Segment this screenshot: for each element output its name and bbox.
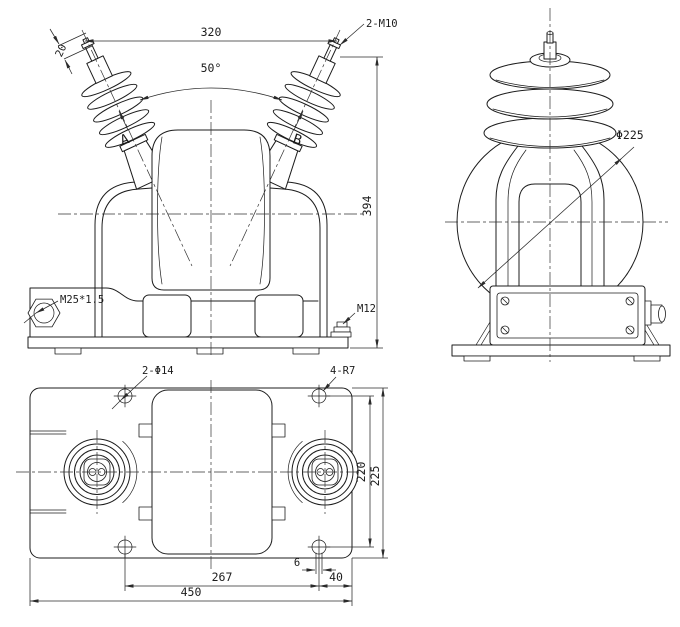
plan-dimensions: 2-Φ14 4-R7 220 225 267 40: [29, 365, 388, 606]
dim-450-label: 450: [181, 585, 202, 599]
side-junction-box: [475, 285, 666, 346]
cable-gland: [27, 298, 61, 328]
earth-bolt: [330, 321, 352, 338]
dim-394-label: 394: [360, 196, 374, 217]
corner-slots-label: 4-R7: [330, 365, 355, 377]
front-insulator-right: [254, 37, 342, 190]
front-base: [27, 287, 352, 355]
front-foot-left: [142, 294, 192, 338]
side-base-plate: [451, 344, 671, 362]
front-dimensions: 320 50° 20 2-M10 394 M25*1.5 M12: [23, 18, 398, 349]
plan-clip-tabs: [138, 423, 286, 521]
front-centerlines: [58, 29, 364, 358]
dim-phi225-label: Φ225: [616, 128, 644, 142]
plan-view: 2-Φ14 4-R7 220 225 267 40: [16, 365, 388, 606]
front-foot-right: [254, 294, 304, 338]
earth-bolt-label: M12: [357, 303, 376, 315]
terminal-thread-label: 2-M10: [366, 18, 398, 30]
dim-20-label: 20: [53, 42, 69, 59]
dim-225-label: 225: [368, 466, 382, 487]
box-gland: [644, 300, 666, 326]
gland-label: M25*1.5: [60, 294, 104, 306]
plan-insulator-left: [63, 438, 131, 506]
side-centerlines: [445, 8, 668, 362]
plan-centerlines: [16, 380, 366, 572]
side-view: Φ225: [445, 8, 671, 362]
dim-320-label: 320: [201, 25, 222, 39]
dim-angle-label: 50°: [201, 61, 222, 75]
dim-220-label: 220: [354, 462, 368, 483]
front-view: 320 50° 20 2-M10 394 M25*1.5 M12: [23, 18, 398, 358]
dim-6-label: 6: [294, 557, 300, 569]
dim-267-label: 267: [212, 570, 233, 584]
dim-40-label: 40: [329, 570, 343, 584]
mount-holes-label: 2-Φ14: [142, 365, 174, 377]
plan-bracket-lines: [29, 430, 67, 514]
box-screws: [500, 296, 635, 335]
front-base-plate: [27, 336, 349, 349]
